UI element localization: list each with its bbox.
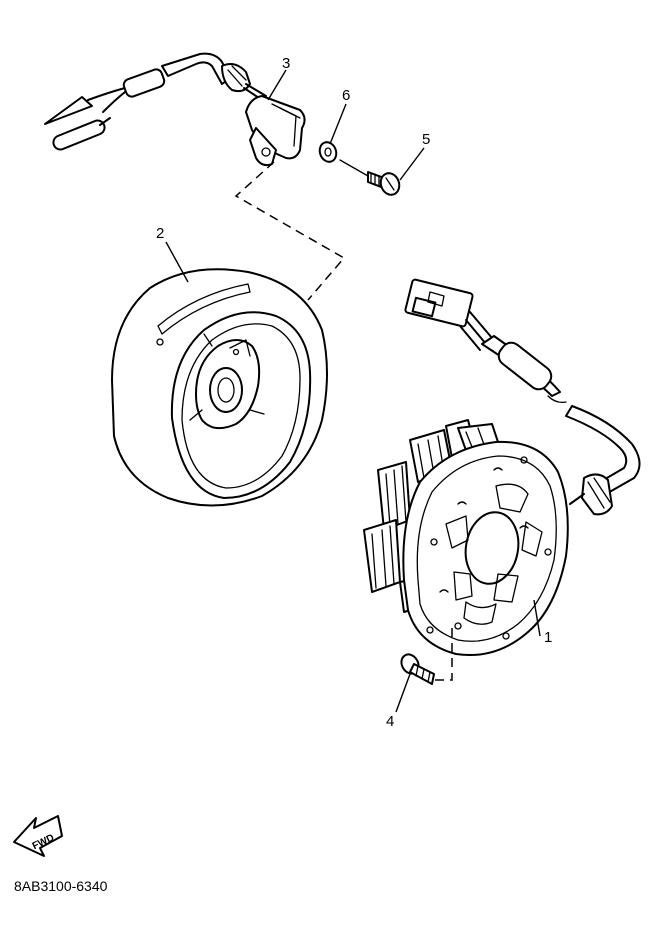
stator-assembly <box>363 278 641 656</box>
rotor-flywheel <box>111 268 328 507</box>
callout-6: 6 <box>342 87 350 104</box>
callout-2: 2 <box>156 225 164 242</box>
forward-arrow-icon: FWD <box>13 815 63 857</box>
callout-1: 1 <box>544 629 552 646</box>
stator-screw <box>400 653 435 685</box>
callout-5: 5 <box>422 131 430 148</box>
pickup-screw <box>339 159 401 196</box>
bullet-terminal <box>52 119 106 151</box>
callout-4: 4 <box>386 713 394 730</box>
drawing-number: 8AB3100-6340 <box>14 878 108 894</box>
callout-3: 3 <box>282 55 290 72</box>
pin-terminal <box>44 96 93 125</box>
washer <box>318 141 338 163</box>
pickup-coil <box>44 52 306 167</box>
